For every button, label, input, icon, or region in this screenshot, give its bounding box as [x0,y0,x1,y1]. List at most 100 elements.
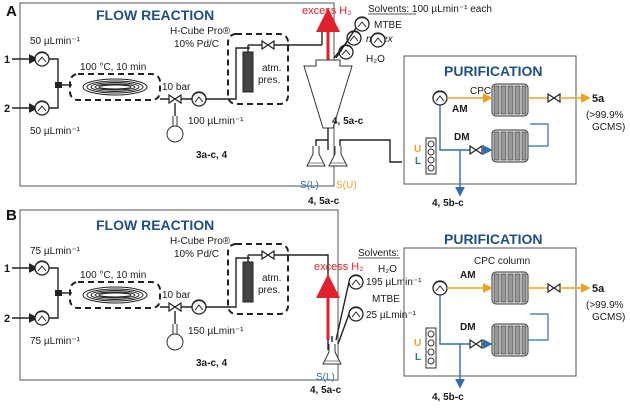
cpc-rotor-b1 [491,271,529,305]
solvent-manifold [425,137,437,175]
panel-b-sl: S(L) [316,372,335,383]
panel-b-u: U [414,338,421,349]
cpc-pump-b-icon [432,280,448,296]
hcube-valve-b-icon [261,250,275,260]
cpc-rotor-1 [491,83,529,117]
panel-b-dm: DM [460,322,476,333]
panel-b-atm-1: atm. [262,273,281,284]
panel-a-inlet-1: 1 [4,54,10,66]
sample-flask-icon [166,115,184,143]
panel-a-excess-h2: excess H₂ [302,5,352,17]
panel-a-am: AM [452,104,468,115]
panel-a-purity-2: GCMS) [592,122,625,133]
bpr-valve-icon [168,94,182,104]
solvent-pump-3-icon [338,44,354,60]
am-outlet-valve-b-icon [547,283,561,293]
panel-b-atm-2: pres. [258,285,280,296]
panel-b: B FLOW REACTION 1 2 75 µLmin⁻¹ 75 µLmin⁻… [4,207,625,403]
panel-b-inlet-2: 2 [4,313,10,325]
solvent-b-pump-2-icon [348,306,364,322]
sample-flask-b-icon [166,323,184,351]
panel-b-solvent-1: H₂O [378,264,397,275]
cpc-rotor-2 [491,129,529,163]
panel-a-funnel-label: 4, 5a-c [332,116,364,127]
hcube-valve-icon [261,40,275,50]
panel-a-purification-title: PURIFICATION [444,63,543,79]
panel-a-out-5a: 5a [592,93,605,105]
solvent-pump-4-icon [370,32,386,48]
panel-b-letter: B [6,207,17,224]
panel-a-out-5bc: 4, 5b-c [432,198,464,209]
panel-a-purity-1: (>99.9% [586,110,624,121]
panel-b-flow-2: 75 µLmin⁻¹ [30,336,81,347]
panel-b-product-3ac: 3a-c, 4 [196,358,228,369]
panel-a-flow-3: 100 µLmin⁻¹ [188,116,244,127]
panel-b-flow-title: FLOW REACTION [96,217,214,233]
panel-a-dm: DM [454,132,470,143]
panel-b-excess-h2: excess H₂ [314,261,364,273]
reactor-oven [69,73,161,101]
panel-a-collect: 4, 5a-c [308,196,340,207]
panel-a-product-3ac: 3a-c, 4 [196,150,228,161]
flask-upper-icon [328,145,348,167]
panel-b-purity-1: (>99.9% [586,300,624,311]
cpc-pump-icon [432,90,448,106]
panel-a-letter: A [6,3,17,20]
pump-b1-icon [34,260,50,276]
catalyst-cartridge-b [242,261,254,303]
panel-b-solvent-1-rate: 195 µLmin⁻¹ [366,277,422,288]
pump-3-icon [191,91,207,107]
solvent-manifold-b [425,327,437,369]
panel-a-flow-2: 50 µLmin⁻¹ [30,126,81,137]
panel-b-solvent-2-rate: 25 µLmin⁻¹ [366,310,417,321]
separatory-funnel [303,59,353,129]
pump-b3-icon [191,299,207,315]
panel-a-solvent-3: H₂O [366,54,385,65]
pump-b2-icon [34,310,50,326]
cpc-rotor-b2 [491,323,529,357]
reactor-oven-b [69,281,161,309]
panel-a-solvent-1: MTBE [374,20,402,31]
panel-b-am: AM [460,270,476,281]
panel-b-out-5bc: 4, 5b-c [432,392,464,403]
panel-b-purity-2: GCMS) [592,312,625,323]
panel-b-inlet-1: 1 [4,263,10,275]
panel-b-purification-box [403,247,577,377]
hcube-box-b [227,243,289,315]
panel-b-cpc: CPC column [474,256,530,267]
reactor-coil-icon [82,78,148,96]
panel-a-u: U [414,144,421,155]
panel-a-reactor-conditions: 100 °C, 10 min [80,62,146,73]
flask-lower-icon [306,145,326,167]
dm-valve-b-icon [469,339,483,349]
panel-b-catalyst: 10% Pd/C [174,249,219,260]
panel-a-inlet-2: 2 [4,103,10,115]
panel-a-su: S(U) [336,180,357,191]
panel-b-flow-1: 75 µLmin⁻¹ [30,246,81,257]
panel-a-purification-box [403,55,577,185]
panel-a-catalyst: 10% Pd/C [174,39,219,50]
panel-b-out-5a: 5a [592,283,605,295]
bpr-valve-b-icon [168,302,182,312]
panel-a: A FLOW REACTION 1 2 50 µLmin⁻¹ 50 µLmin⁻… [4,2,625,209]
panel-a-l: L [415,156,421,167]
panel-b-solvents: Solvents: [358,248,399,259]
panel-b-reactor-conditions: 100 °C, 10 min [80,270,146,281]
panel-b-l: L [415,352,421,363]
hcube-box [227,33,289,105]
panel-b-pressure: 10 bar [162,290,191,301]
panel-a-sl: S(L) [300,180,319,191]
panel-a-flow-title: FLOW REACTION [96,7,214,23]
am-outlet-valve-icon [547,93,561,103]
panel-a-flow-1: 50 µLmin⁻¹ [30,36,81,47]
panel-b-flow-3: 150 µLmin⁻¹ [188,326,244,337]
panel-a-pressure: 10 bar [162,82,191,93]
solvent-b-pump-1-icon [348,274,364,290]
panel-b-solvent-2: MTBE [372,294,400,305]
panel-b-collect: 4, 5a-c [310,385,342,396]
pump-2-icon [34,100,50,116]
panel-a-atm-1: atm. [262,63,281,74]
catalyst-cartridge [242,51,254,93]
